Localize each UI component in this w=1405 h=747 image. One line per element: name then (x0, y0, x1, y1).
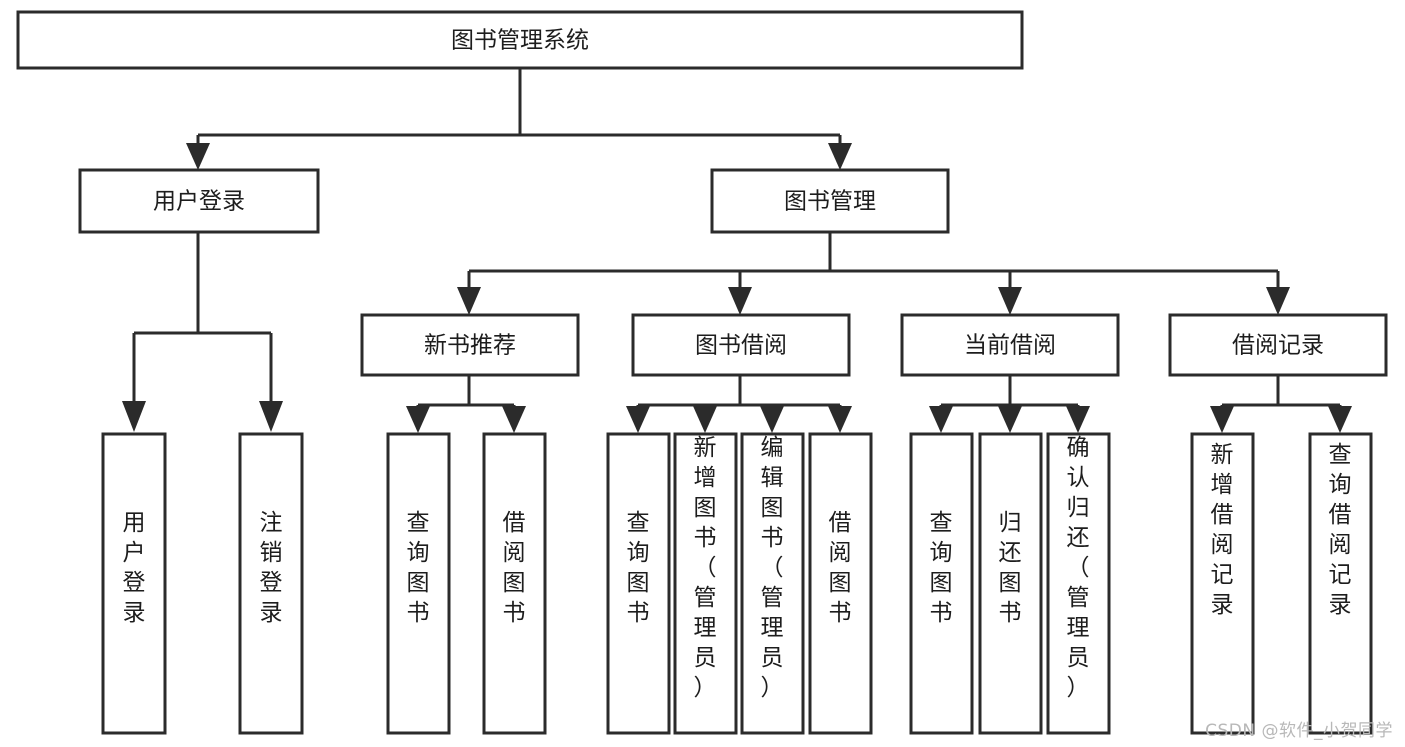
leaf-logout-label: 注销登录 (260, 510, 283, 626)
leaf-newbook-query-label: 查询图书 (407, 510, 430, 626)
leaf-node[interactable]: 注销登录 (238, 432, 304, 735)
arrowhead-leaf-bookborrow-2 (693, 406, 717, 433)
node-book-management[interactable]: 图书管理 (710, 168, 950, 234)
node-user-login-box[interactable] (78, 168, 320, 234)
leaf-bookborrow-query-label: 查询图书 (627, 510, 650, 626)
node-book-management-box[interactable] (710, 168, 950, 234)
node-current-borrow[interactable]: 当前借阅 (900, 313, 1120, 377)
node-book-borrow-box[interactable] (631, 313, 851, 377)
leaf-node[interactable]: 查询图书 (909, 432, 974, 735)
arrowhead-book-mgmt (828, 143, 852, 170)
node-current-borrow-label: 当前借阅 (964, 333, 1056, 359)
leaf-borrowrecord-query-label: 查询借阅记录 (1329, 442, 1352, 618)
leaf-node[interactable]: 新增借阅记录 (1190, 432, 1255, 735)
node-root-box[interactable] (16, 10, 1024, 70)
arrowhead-current-borrow (998, 287, 1022, 315)
node-root[interactable]: 图书管理系统 (16, 10, 1024, 70)
node-user-login[interactable]: 用户登录 (78, 168, 320, 234)
leaf-user-login-label: 用户登录 (123, 510, 146, 626)
leaf-node[interactable]: 归还图书 (978, 432, 1043, 735)
arrowhead-leaf-bookborrow-1 (626, 406, 650, 433)
node-root-label: 图书管理系统 (451, 28, 589, 54)
leaf-bookborrow-edit-label: 编辑图书（管理员） (761, 435, 784, 701)
leaf-node[interactable]: 借阅图书 (808, 432, 873, 735)
leaf-node[interactable]: 查询图书 (386, 432, 451, 735)
leaf-bookborrow-add-box[interactable] (673, 432, 738, 735)
leaf-node[interactable]: 编辑图书（管理员） (740, 432, 805, 735)
leaf-bookborrow-borrow-box[interactable] (808, 432, 873, 735)
leaf-node[interactable]: 新增图书（管理员） (673, 432, 738, 735)
leaf-currentborrow-confirm-label: 确认归还（管理员） (1067, 435, 1090, 701)
leaf-node[interactable]: 借阅图书 (482, 432, 547, 735)
node-new-book-recommend-box[interactable] (360, 313, 580, 377)
node-borrow-record-label: 借阅记录 (1232, 333, 1324, 359)
node-book-management-label: 图书管理 (784, 189, 876, 215)
leaf-bookborrow-add-label: 新增图书（管理员） (694, 435, 717, 701)
leaf-borrowrecord-add-box[interactable] (1190, 432, 1255, 735)
leaf-borrowrecord-add-label: 新增借阅记录 (1211, 442, 1234, 618)
node-borrow-record-box[interactable] (1168, 313, 1388, 377)
leaf-newbook-borrow-box[interactable] (482, 432, 547, 735)
arrowhead-leaf-newbook-2 (502, 406, 526, 433)
connector-layer (122, 68, 1352, 433)
arrowhead-leaf-newbook-1 (406, 406, 430, 433)
leaf-node[interactable]: 确认归还（管理员） (1046, 432, 1111, 735)
arrowhead-leaf-borrowrecord-2 (1328, 406, 1352, 433)
arrowhead-leaf-borrowrecord-1 (1210, 406, 1234, 433)
arrowhead-leaf-user-login-2 (259, 401, 283, 432)
leaf-node[interactable]: 查询图书 (606, 432, 671, 735)
node-current-borrow-box[interactable] (900, 313, 1120, 377)
arrowhead-leaf-bookborrow-4 (828, 406, 852, 433)
leaf-node[interactable]: 查询借阅记录 (1308, 432, 1373, 735)
arrowhead-leaf-bookborrow-3 (760, 406, 784, 433)
leaf-currentborrow-return-label: 归还图书 (999, 510, 1022, 626)
node-book-borrow[interactable]: 图书借阅 (631, 313, 851, 377)
node-borrow-record[interactable]: 借阅记录 (1168, 313, 1388, 377)
leaf-currentborrow-query-label: 查询图书 (930, 510, 953, 626)
arrowhead-leaf-currentborrow-1 (929, 406, 953, 433)
leaf-logout-box[interactable] (238, 432, 304, 735)
arrowhead-leaf-currentborrow-2 (998, 406, 1022, 433)
node-new-book-recommend-label: 新书推荐 (424, 333, 516, 359)
leaf-node[interactable]: 用户登录 (101, 432, 167, 735)
node-new-book-recommend[interactable]: 新书推荐 (360, 313, 580, 377)
arrowhead-book-borrow (728, 287, 752, 315)
leaf-user-login-box[interactable] (101, 432, 167, 735)
arrowhead-leaf-user-login-1 (122, 401, 146, 432)
leaf-newbook-borrow-label: 借阅图书 (503, 510, 526, 626)
leaf-currentborrow-return-box[interactable] (978, 432, 1043, 735)
leaf-newbook-query-box[interactable] (386, 432, 451, 735)
arrowhead-new-book-recommend (457, 287, 481, 315)
arrowhead-leaf-currentborrow-3 (1066, 406, 1090, 433)
arrowhead-user-login (186, 143, 210, 170)
arrowhead-borrow-record (1266, 287, 1290, 315)
node-book-borrow-label: 图书借阅 (695, 333, 787, 359)
leaf-bookborrow-borrow-label: 借阅图书 (829, 510, 852, 626)
leaf-bookborrow-edit-box[interactable] (740, 432, 805, 735)
leaf-currentborrow-query-box[interactable] (909, 432, 974, 735)
leaf-bookborrow-query-box[interactable] (606, 432, 671, 735)
leaf-borrowrecord-query-box[interactable] (1308, 432, 1373, 735)
node-user-login-label: 用户登录 (153, 189, 245, 215)
leaf-currentborrow-confirm-box[interactable] (1046, 432, 1111, 735)
